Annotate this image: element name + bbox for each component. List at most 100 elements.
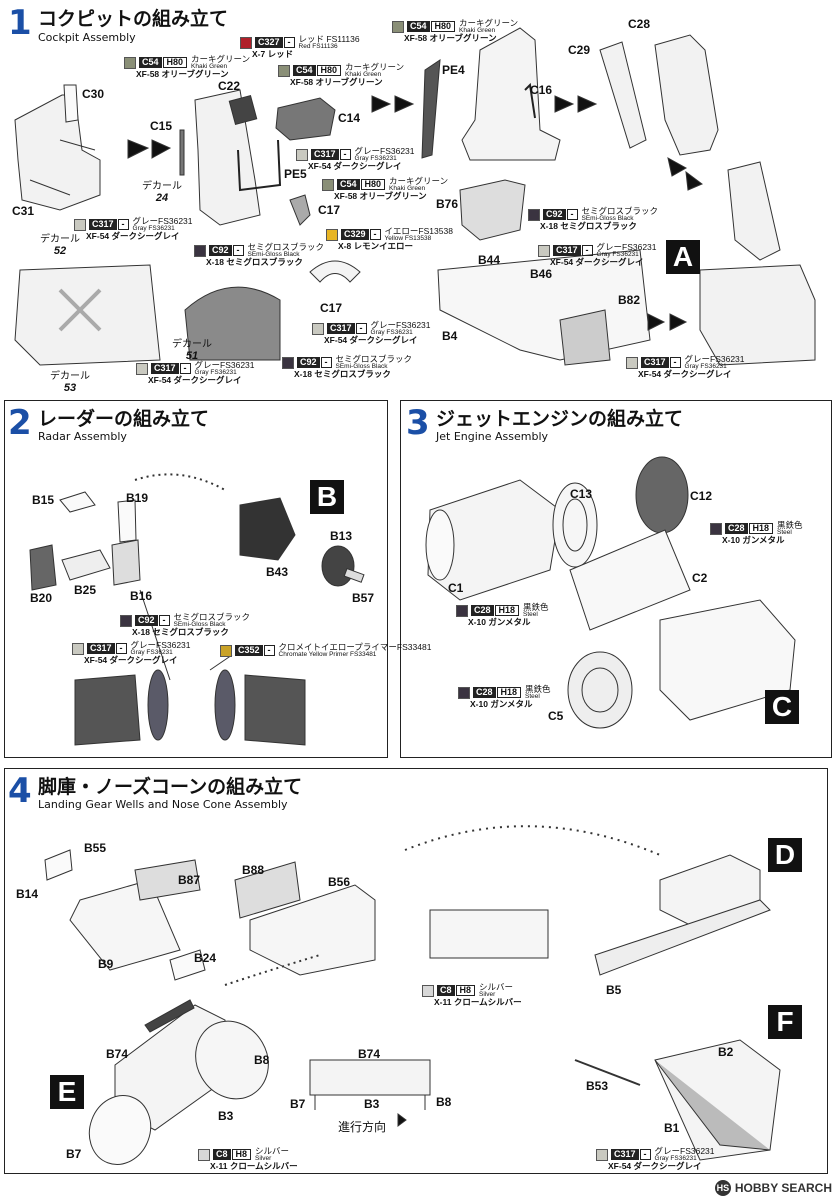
hobby-search-watermark: HS HOBBY SEARCH: [714, 1180, 832, 1196]
part-label: PE4: [442, 63, 465, 77]
step-3-number: 3: [406, 403, 430, 443]
step-2-title: レーダーの組み立て: [38, 408, 210, 430]
part-label: B53: [586, 1079, 609, 1093]
paint-swatch: [240, 36, 252, 49]
subassembly-b-label: B: [310, 480, 344, 514]
part-label: B7: [66, 1147, 82, 1161]
part-label: B19: [126, 491, 149, 505]
paint-swatch: [74, 218, 86, 231]
step-3-subtitle: Jet Engine Assembly: [436, 430, 549, 443]
paint-swatch: [312, 322, 324, 335]
paint-swatch: [282, 356, 294, 369]
direction-indicator: 進行方向: [338, 1120, 387, 1134]
step-3-panel: [400, 400, 832, 758]
part-label: B43: [266, 565, 289, 579]
part-label: C17: [320, 301, 343, 315]
part-label: B76: [436, 197, 459, 211]
watermark-text: HOBBY SEARCH: [734, 1181, 832, 1195]
part-label: B7: [290, 1097, 306, 1111]
part-label: B15: [32, 493, 55, 507]
part-label: B8: [436, 1095, 452, 1109]
paint-swatch: [220, 644, 232, 657]
paint-swatch: [120, 614, 132, 627]
step-1-title: コクピットの組み立て: [38, 8, 229, 30]
part-label: C31: [12, 204, 35, 218]
step-1-number: 1: [8, 3, 32, 43]
step-4-panel: [4, 768, 828, 1174]
step-3-title: ジェットエンジンの組み立て: [436, 408, 684, 430]
paint-swatch: [626, 356, 638, 369]
part-label: B87: [178, 873, 201, 887]
part-label: C28: [628, 17, 651, 31]
step-2-number: 2: [8, 403, 32, 443]
part-label: B3: [364, 1097, 380, 1111]
part-label: C13: [570, 487, 593, 501]
paint-swatch: [538, 244, 550, 257]
part-label: C12: [690, 489, 713, 503]
part-label: B57: [352, 591, 375, 605]
part-label: C30: [82, 87, 105, 101]
part-label: B20: [30, 591, 53, 605]
part-label: B13: [330, 529, 353, 543]
part-label: B74: [358, 1047, 381, 1061]
part-label: B88: [242, 863, 265, 877]
part-label: C17: [318, 203, 341, 217]
paint-swatch: [278, 64, 290, 77]
paint-swatch: [596, 1148, 608, 1161]
part-label: B56: [328, 875, 351, 889]
part-label: C16: [530, 83, 553, 97]
paint-swatch: [458, 686, 470, 699]
part-label: C15: [150, 119, 173, 133]
paint-swatch: [194, 244, 206, 257]
part-label: B1: [664, 1121, 680, 1135]
subassembly-f-label: F: [768, 1005, 802, 1039]
step-4-subtitle: Landing Gear Wells and Nose Cone Assembl…: [38, 798, 288, 811]
hobby-search-logo-icon: HS: [714, 1180, 731, 1196]
step-2-panel: [4, 400, 388, 758]
part-label: B55: [84, 841, 107, 855]
part-label: C5: [548, 709, 564, 723]
part-label: B44: [478, 253, 501, 267]
part-label: C14: [338, 111, 361, 125]
part-label: B5: [606, 983, 622, 997]
paint-swatch: [392, 20, 404, 33]
part-label: B74: [106, 1047, 129, 1061]
paint-swatch: [322, 178, 334, 191]
part-label: B46: [530, 267, 553, 281]
paint-swatch: [72, 642, 84, 655]
part-label: B2: [718, 1045, 734, 1059]
paint-swatch: [136, 362, 148, 375]
subassembly-c-label: C: [765, 690, 799, 724]
part-label: B4: [442, 329, 458, 343]
part-label: B16: [130, 589, 153, 603]
part-label: C2: [692, 571, 708, 585]
part-label: PE5: [284, 167, 307, 181]
paint-swatch: [326, 228, 338, 241]
part-label: B24: [194, 951, 217, 965]
step-4-number: 4: [8, 771, 32, 811]
